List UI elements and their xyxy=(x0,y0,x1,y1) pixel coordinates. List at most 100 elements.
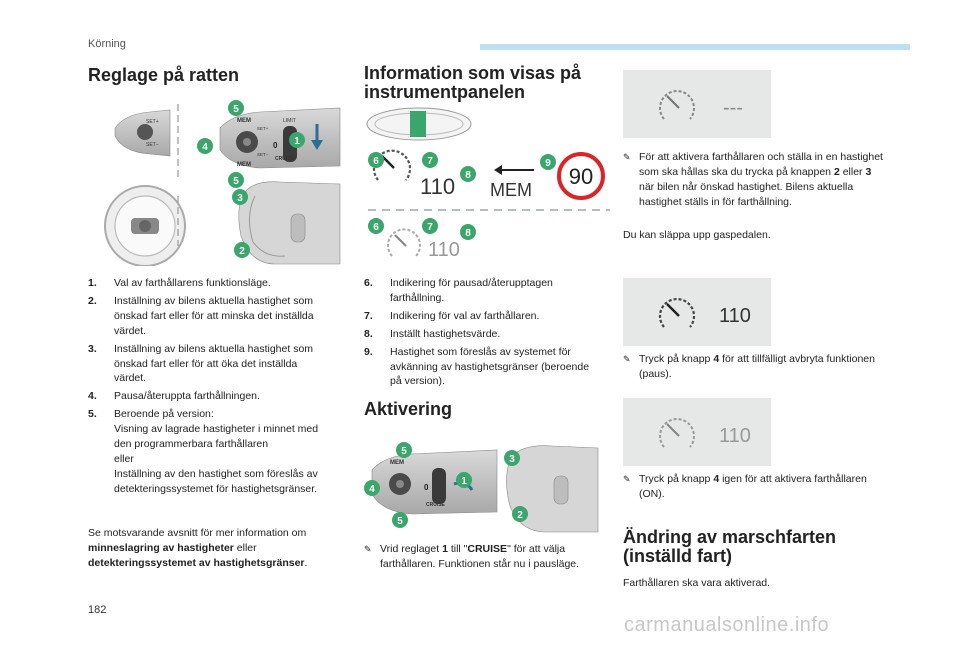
bullet-marker-icon: ✎ xyxy=(623,152,631,162)
svg-text:5: 5 xyxy=(401,446,407,457)
list-item: 3.Inställning av bilens aktuella hastigh… xyxy=(88,342,324,387)
display-speed: 110 xyxy=(420,174,455,199)
callout-5-bottom: 5 xyxy=(228,172,244,188)
display-box-paused: 110 xyxy=(623,398,771,466)
display-limit: 90 xyxy=(569,164,593,189)
stalk-lim-label: LIMIT xyxy=(283,118,296,124)
act-stalk-mem: MEM xyxy=(390,460,404,466)
steering-wheel-icon xyxy=(104,185,186,266)
gas-pedal-text: Du kan släppa upp gaspedalen. xyxy=(623,229,771,241)
svg-text:5: 5 xyxy=(397,516,403,527)
list-item-number: 8. xyxy=(364,327,373,340)
b3-pre: Tryck på knapp xyxy=(639,473,714,485)
list-item-text: Indikering för val av farthållaren. xyxy=(390,309,540,322)
list-item-number: 5. xyxy=(88,408,97,421)
arrow-down-icon xyxy=(311,140,323,150)
activation-bullet-1: ✎ För att aktivera farthållaren och stäl… xyxy=(623,150,885,210)
act-stalk-zero: 0 xyxy=(424,483,429,492)
cruise-stalk: MEM MEM 0 LIMIT CRUISE SET+ SET− xyxy=(219,107,341,169)
reglage-list: 1. Val av farthållarens funktionsläge. 2.I… xyxy=(88,276,324,500)
callout-4: 4 xyxy=(197,138,213,154)
b2-key-4: 4 xyxy=(713,353,720,365)
speed-limit-sign xyxy=(557,152,605,200)
list-item-text: Inställning av bilens aktuella hastighet… xyxy=(114,342,314,385)
display-speed-active: 110 xyxy=(719,305,751,327)
andring-text: Farthållaren ska vara aktiverad. xyxy=(623,577,771,589)
svg-text:1: 1 xyxy=(461,476,467,487)
display-dashes: --- xyxy=(723,97,743,119)
callout-9: 9 xyxy=(540,154,556,170)
resume-bullet: ✎ Tryck på knapp 4 igen för att aktivera… xyxy=(623,472,885,502)
svg-text:6: 6 xyxy=(373,156,379,167)
svg-text:7: 7 xyxy=(427,222,433,233)
b2-post: för att tillfälligt avbryta funktionen (… xyxy=(639,353,875,380)
list-item: 8. Inställt hastighetsvärde. xyxy=(364,327,594,342)
akt-post: " för att välja farthållaren. Funktionen… xyxy=(380,543,580,570)
list-item-text: Indikering för pausad/återupptagen farth… xyxy=(390,277,553,304)
b1-key-3: 3 xyxy=(865,165,872,178)
section-label: Körning xyxy=(88,38,126,50)
callout-7: 7 xyxy=(422,152,438,168)
page-number: 182 xyxy=(88,604,107,616)
pause-bullet: ✎ Tryck på knapp 4 för att tillfälligt a… xyxy=(623,352,885,382)
callout-3: 3 xyxy=(232,189,248,205)
list-item: 9.Hastighet som föreslås av systemet för… xyxy=(364,345,594,390)
callout-1: 1 xyxy=(289,132,305,148)
bullet-marker-icon: ✎ xyxy=(623,474,631,484)
act-stalk-cruise: CRUISE xyxy=(426,502,446,508)
svg-text:3: 3 xyxy=(237,193,243,204)
callout-2: 2 xyxy=(234,242,250,258)
list-item-text: Beroende på version: Visning av lagrade … xyxy=(114,408,319,495)
b1-pre: För att aktivera farthållaren och ställa… xyxy=(639,151,883,178)
list-item-number: 1. xyxy=(88,277,97,289)
speedometer-paused-icon xyxy=(387,228,421,257)
small-stalk-set-minus: SET− xyxy=(146,142,159,148)
list-item-text: Inställt hastighetsvärde. xyxy=(390,327,501,340)
display-speed-paused: 110 xyxy=(428,239,460,261)
list-item: 6. Indikering för pausad/återupptagen far… xyxy=(364,276,594,306)
ref-link-memory: minneslagring av hastigheter xyxy=(88,541,234,554)
small-stalk-set-plus: SET+ xyxy=(146,119,159,125)
display-speed-paused-2: 110 xyxy=(719,425,751,447)
list-item: 2.Inställning av bilens aktuella hastigh… xyxy=(88,294,324,339)
svg-text:8: 8 xyxy=(465,170,471,181)
svg-text:5: 5 xyxy=(233,104,239,115)
akt-pre: Vrid reglaget xyxy=(380,543,443,555)
list-item-text: Inställning av bilens aktuella hastighet… xyxy=(114,294,314,337)
stalk-set-minus-label: SET− xyxy=(257,152,269,157)
svg-text:5: 5 xyxy=(233,176,239,187)
bullet-marker-icon: ✎ xyxy=(364,544,372,554)
speedometer-inactive-icon xyxy=(659,90,695,120)
stalk-mem-label-2: MEM xyxy=(237,162,251,168)
speedometer-icon xyxy=(372,149,412,181)
svg-text:4: 4 xyxy=(202,142,208,153)
display-box-inactive: --- xyxy=(623,70,771,138)
stalk-end-view xyxy=(238,181,341,265)
svg-text:6: 6 xyxy=(373,222,379,233)
heading-info-panel: Information som visas på instrumentpanel… xyxy=(364,63,582,102)
list-item-text: Val av farthållarens funktionsläge. xyxy=(114,277,271,289)
list-item-number: 6. xyxy=(364,277,373,289)
akt-cruise: CRUISE xyxy=(467,543,508,555)
akt-mid: till " xyxy=(447,543,468,555)
instrument-panel-figure: 110 MEM 90 110 6 7 8 9 6 7 8 xyxy=(366,107,610,261)
b3-post: igen för att aktivera farthållaren (ON). xyxy=(639,473,867,500)
info-list: 6. Indikering för pausad/återupptagen far… xyxy=(364,276,594,392)
bullet-marker-icon: ✎ xyxy=(623,354,631,364)
heading-aktivering: Aktivering xyxy=(364,399,453,419)
b3-key-4: 4 xyxy=(713,473,720,485)
act-callout-1: 1 xyxy=(456,472,472,488)
list-item: 4.Pausa/återuppta farthållningen. xyxy=(88,389,324,404)
speedometer-paused-icon-2 xyxy=(659,418,695,448)
svg-text:4: 4 xyxy=(369,484,375,495)
list-item-text: Pausa/återuppta farthållningen. xyxy=(114,390,260,403)
stalk-set-plus-label: SET+ xyxy=(257,126,269,131)
act-callout-5-top: 5 xyxy=(396,442,412,458)
stalk-zero-label: 0 xyxy=(273,141,278,150)
small-stalk-top: SET+ SET− xyxy=(114,109,171,157)
callout-8: 8 xyxy=(460,166,476,182)
b2-pre: Tryck på knapp xyxy=(639,353,714,365)
list-item-number: 7. xyxy=(364,309,373,322)
steering-controls-figure: SET+ SET− MEM MEM 0 LIMIT CRUISE SET+ SE… xyxy=(104,100,341,266)
act-callout-4: 4 xyxy=(364,480,380,496)
